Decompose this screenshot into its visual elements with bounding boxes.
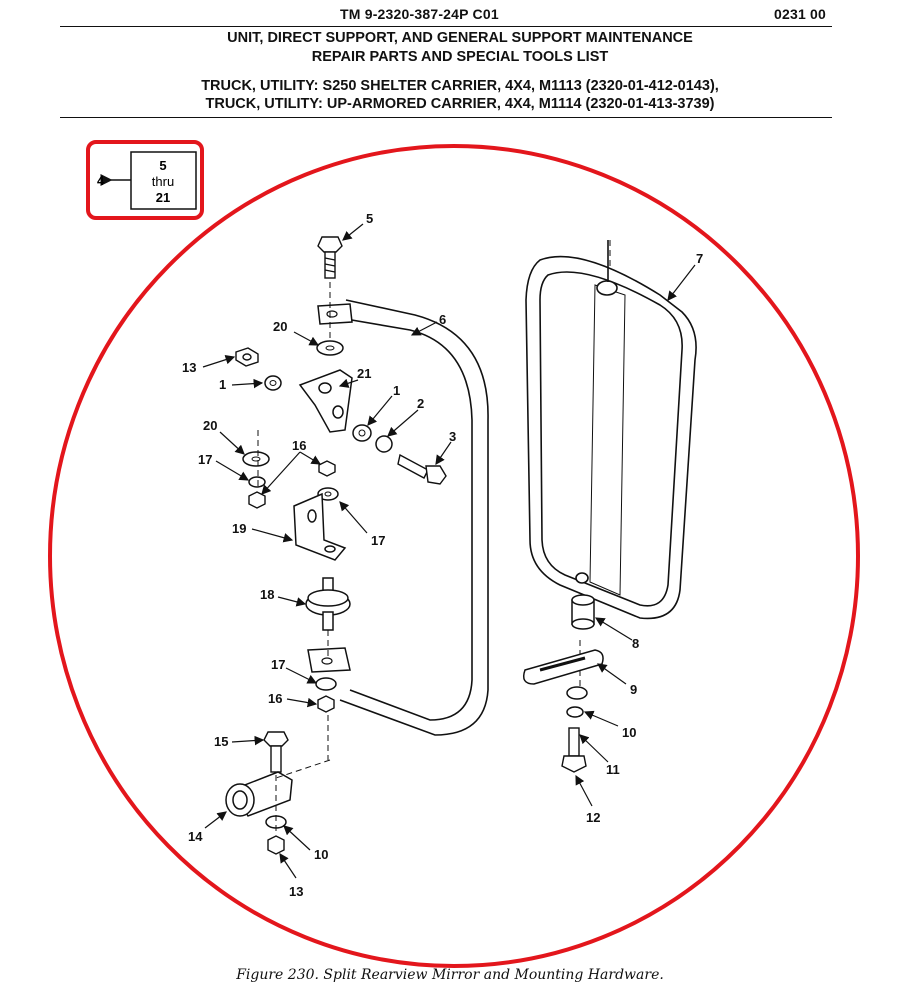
- nut-13-lower: [267, 835, 285, 855]
- callout-3: 3: [449, 429, 456, 444]
- callout-14: 14: [188, 829, 203, 844]
- isolator-18: [305, 577, 351, 631]
- callout-13-lower: 13: [289, 884, 303, 899]
- nut-16-lower: [317, 695, 335, 713]
- callouts: [202, 223, 696, 879]
- callout-10-right: 10: [622, 725, 636, 740]
- page-number: 0231 00: [774, 6, 827, 22]
- header-rule-top: [60, 26, 832, 27]
- callout-20-lower: 20: [203, 418, 217, 433]
- callout-18: 18: [260, 587, 274, 602]
- callout-17-lower: 17: [271, 657, 285, 672]
- bolt-15: [263, 731, 289, 773]
- slotted-bracket-9: [522, 649, 604, 685]
- tm-number: TM 9-2320-387-24P C01: [340, 6, 499, 22]
- header-title-line2: REPAIR PARTS AND SPECIAL TOOLS LIST: [311, 49, 609, 65]
- header-title-line1: UNIT, DIRECT SUPPORT, AND GENERAL SUPPOR…: [227, 30, 693, 46]
- bolt-5: [317, 236, 343, 279]
- callout-12: 12: [586, 810, 600, 825]
- mirror-arm-tube: [339, 299, 489, 736]
- key-range-end: 21: [156, 190, 170, 205]
- bolt-3: [397, 453, 447, 485]
- lockwasher-17-left: [248, 476, 266, 488]
- callout-17-right: 17: [371, 533, 385, 548]
- key-range-word: thru: [152, 174, 174, 189]
- header-rule-bottom: [60, 117, 832, 118]
- callout-21: 21: [357, 366, 371, 381]
- callout-17-left: 17: [198, 452, 212, 467]
- nut-16-right: [318, 460, 336, 477]
- bolt-11-12: [561, 727, 587, 773]
- pivot-bracket-21: [298, 369, 353, 433]
- bracket-19: [293, 492, 347, 561]
- washer-10-right: [566, 686, 588, 700]
- callout-1-left: 1: [219, 377, 226, 392]
- callout-10-left: 10: [314, 847, 328, 862]
- callout-16-upper: 16: [292, 438, 306, 453]
- lockwasher-10-right: [566, 706, 584, 718]
- callout-6: 6: [439, 312, 446, 327]
- callout-11: 11: [606, 762, 620, 777]
- mirror-head-7: [525, 240, 697, 620]
- lockwasher-2: [375, 435, 393, 453]
- callout-5: 5: [366, 211, 373, 226]
- key-box: 4 5 thru 21: [86, 140, 204, 220]
- callout-labels: 5 6 20 13 1 21 1 2 3 20 16 17 19 17 18 1…: [182, 211, 703, 899]
- figure-caption: Figure 230. Split Rearview Mirror and Mo…: [236, 967, 664, 983]
- callout-8: 8: [632, 636, 639, 651]
- nut-13-upper: [235, 347, 259, 367]
- nut-16-left: [248, 491, 266, 509]
- washer-17-lower: [315, 677, 337, 691]
- callout-9: 9: [630, 682, 637, 697]
- header-vehicle-line2: TRUCK, UTILITY: UP-ARMORED CARRIER, 4X4,…: [205, 96, 715, 112]
- clamp-14: [225, 771, 293, 817]
- callout-16-lower: 16: [268, 691, 282, 706]
- callout-1-right: 1: [393, 383, 400, 398]
- callout-2: 2: [417, 396, 424, 411]
- callout-13-upper: 13: [182, 360, 196, 375]
- spacer-8: [571, 594, 595, 630]
- header-vehicle-line1: TRUCK, UTILITY: S250 SHELTER CARRIER, 4X…: [201, 78, 719, 94]
- key-item: 4: [97, 173, 105, 188]
- key-range-start: 5: [159, 158, 166, 173]
- callout-7: 7: [696, 251, 703, 266]
- callout-20-upper: 20: [273, 319, 287, 334]
- highlight-circle: [48, 144, 860, 968]
- callout-15: 15: [214, 734, 228, 749]
- callout-19: 19: [232, 521, 246, 536]
